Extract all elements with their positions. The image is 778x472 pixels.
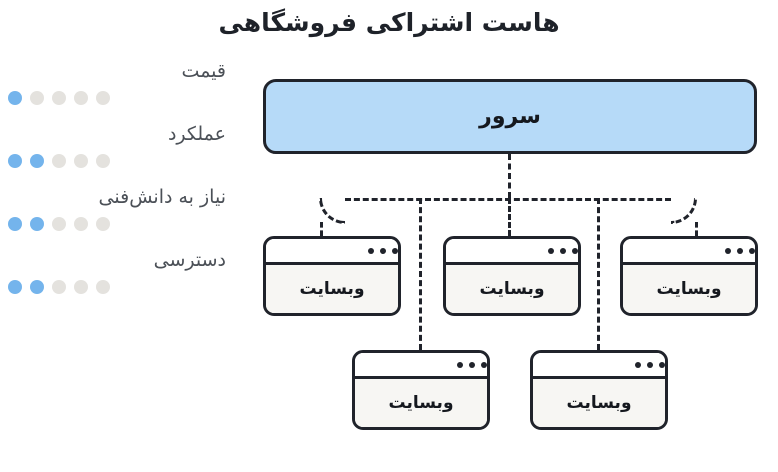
card-body: وبسایت — [266, 265, 398, 313]
website-label: وبسایت — [299, 279, 365, 299]
website-label: وبسایت — [566, 393, 632, 413]
window-dots-icon — [368, 247, 398, 254]
website-card: وبسایت — [620, 236, 758, 316]
server-label: سرور — [479, 104, 541, 129]
website-label: وبسایت — [388, 393, 454, 413]
rating-dot-empty — [30, 91, 44, 105]
website-card: وبسایت — [352, 350, 490, 430]
rating-dot-filled — [8, 91, 22, 105]
page-title: هاست اشتراکی فروشگاهی — [218, 8, 560, 37]
window-dots-icon — [548, 247, 578, 254]
website-label: وبسایت — [656, 279, 722, 299]
metric-technical-knowledge: نیاز به دانش‌فنی — [8, 184, 236, 231]
connector-drop-right — [597, 198, 600, 350]
rating-dot-empty — [52, 154, 66, 168]
card-body: وبسایت — [355, 379, 487, 427]
rating-dot-empty — [96, 91, 110, 105]
website-card: وبسایت — [443, 236, 581, 316]
card-titlebar — [533, 353, 665, 379]
metric-label: نیاز به دانش‌فنی — [98, 186, 226, 208]
card-body: وبسایت — [533, 379, 665, 427]
connector-branch-left — [320, 222, 323, 236]
rating-dot-empty — [74, 91, 88, 105]
server-node: سرور — [263, 79, 757, 154]
rating-dots — [8, 91, 236, 105]
rating-dot-empty — [74, 217, 88, 231]
website-card: وبسایت — [263, 236, 401, 316]
rating-dots — [8, 280, 236, 294]
window-dots-icon — [635, 361, 665, 368]
connector-trunk — [508, 154, 511, 198]
card-titlebar — [355, 353, 487, 379]
card-titlebar — [446, 239, 578, 265]
rating-dots — [8, 154, 236, 168]
rating-dot-empty — [74, 154, 88, 168]
window-dots-icon — [457, 361, 487, 368]
rating-dot-filled — [30, 217, 44, 231]
card-body: وبسایت — [623, 265, 755, 313]
rating-dot-filled — [30, 154, 44, 168]
rating-dot-filled — [8, 217, 22, 231]
rating-dot-empty — [52, 91, 66, 105]
metrics-panel: قیمت عملکرد نیاز به دانش‌فنی دسترسی — [8, 58, 236, 310]
rating-dot-empty — [96, 280, 110, 294]
rating-dot-filled — [8, 280, 22, 294]
rating-dot-empty — [96, 154, 110, 168]
rating-dot-empty — [96, 217, 110, 231]
connector-drop-left — [419, 198, 422, 350]
connector-branch-center — [508, 198, 511, 236]
metric-label: عملکرد — [167, 123, 226, 145]
metric-price: قیمت — [8, 58, 236, 105]
connector-elbow-right — [671, 198, 697, 224]
rating-dots — [8, 217, 236, 231]
website-card: وبسایت — [530, 350, 668, 430]
connector-branch-right — [695, 222, 698, 236]
metric-label: دسترسی — [153, 249, 226, 271]
rating-dot-filled — [8, 154, 22, 168]
metric-label: قیمت — [181, 60, 226, 82]
connector-elbow-left — [319, 198, 345, 224]
metric-availability: دسترسی — [8, 247, 236, 294]
metric-performance: عملکرد — [8, 121, 236, 168]
rating-dot-empty — [74, 280, 88, 294]
rating-dot-empty — [52, 217, 66, 231]
card-titlebar — [623, 239, 755, 265]
website-label: وبسایت — [479, 279, 545, 299]
card-body: وبسایت — [446, 265, 578, 313]
rating-dot-filled — [30, 280, 44, 294]
card-titlebar — [266, 239, 398, 265]
window-dots-icon — [725, 247, 755, 254]
rating-dot-empty — [52, 280, 66, 294]
